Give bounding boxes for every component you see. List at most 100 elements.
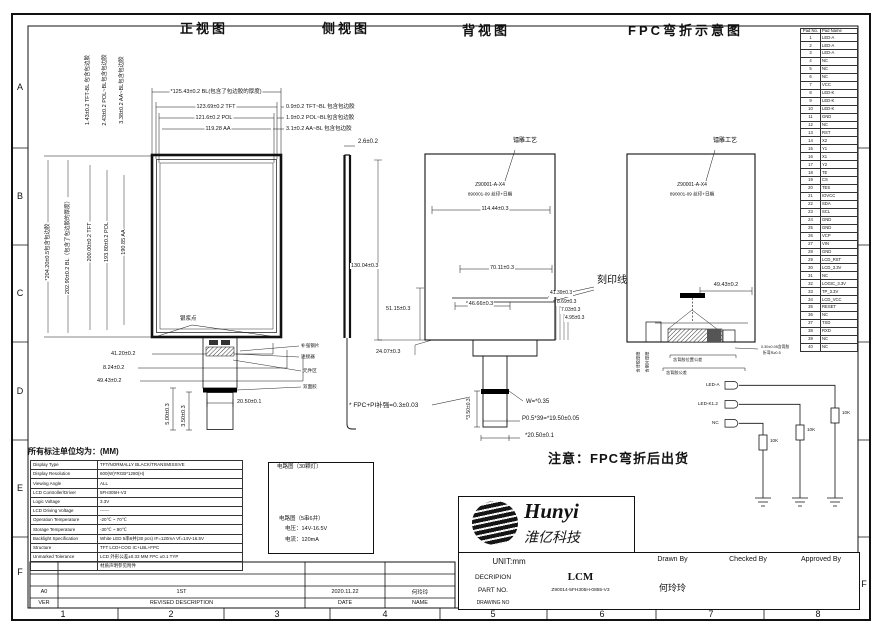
spec-label: Unmarked Tolerance xyxy=(30,551,98,563)
pin-name: LED-K xyxy=(820,104,858,114)
dim-back-70: 70.11±0.3 xyxy=(488,264,516,272)
dim-back-24: 24.07±0.3 xyxy=(375,349,402,356)
pin-name: RST xyxy=(820,128,858,138)
pin-no: 9 xyxy=(800,96,821,106)
pin-name: GND xyxy=(820,215,858,225)
silkscreen-lot-fpc: 890001-09 丝印+日期 xyxy=(668,191,716,197)
spec-row: Backlight Specification White LED 5串6并(3… xyxy=(30,533,243,544)
pin-name: NC xyxy=(820,72,858,82)
pin-row: 20 TES xyxy=(800,184,858,193)
pin-row: 7 VCC xyxy=(800,80,858,90)
brand-name: Hunyi xyxy=(524,499,579,523)
spec-label: Operation Temperature xyxy=(30,515,98,526)
pin-name: X1 xyxy=(820,152,858,162)
zone-letter-d: D xyxy=(16,386,24,396)
dim-aa-bl-top: 3.38±0.2 AA~BL包含包边胶 xyxy=(118,55,126,125)
pin-row: 2 LED-A xyxy=(800,41,858,51)
spec-value: -20℃ ~ 70℃ xyxy=(97,515,243,526)
dim-pitch: P0.5*39=*19.50±0.05 xyxy=(522,416,580,422)
pin-no: 40 xyxy=(800,342,821,353)
pin-row: 6 NC xyxy=(800,72,858,82)
pin-row: 38 RXD xyxy=(800,326,858,336)
pin-name: TP_3.3V xyxy=(820,287,858,297)
pin-no: 7 xyxy=(800,80,821,90)
spec-value: 材质声明参见附件 xyxy=(97,561,243,572)
led-box-title: 电路图（30颗灯） xyxy=(277,464,322,470)
pin-row: 23 SCL xyxy=(800,207,858,217)
zone-number-3: 3 xyxy=(274,609,280,619)
circuit-nc-label: NC xyxy=(712,420,719,425)
pin-row: 1 LED-A xyxy=(800,33,858,43)
pin-no: 31 xyxy=(800,271,821,281)
connector-label: 连接器 xyxy=(301,354,315,359)
spec-row: Display Resolution 600(W)*RGB*1280(H) xyxy=(30,469,243,480)
dim-tft-height: 200.00±0.2 TFT xyxy=(86,221,94,263)
brand-name-cn: 淮亿科技 xyxy=(524,531,580,546)
pin-name: GND xyxy=(820,247,858,257)
pin-name: LED-A xyxy=(820,41,858,51)
pin-name: TE xyxy=(820,168,858,178)
pin-no: 18 xyxy=(800,168,821,178)
dim-fpc-350: *3.50±0.3 xyxy=(466,397,473,421)
pin-row: 8 LED-K xyxy=(800,88,858,98)
zone-number-1: 1 xyxy=(60,609,66,619)
pin-no: 8 xyxy=(800,88,821,98)
zone-number-8: 8 xyxy=(815,609,821,619)
led-box-voltage: 电压：14V-16.5V xyxy=(285,526,328,532)
dim-back-46: 46.66±0.3 xyxy=(467,300,495,308)
back-view-title: 背视图 xyxy=(462,23,511,38)
resistor-1-label: 10K xyxy=(842,410,851,415)
spec-label: Logic Voltage xyxy=(30,496,98,507)
spec-value: TFT/NORMALLY BLACK/TRANSMISSIVE xyxy=(97,459,243,471)
pin-row: 24 GND xyxy=(800,215,858,225)
pin-name-header: Pad Name xyxy=(820,27,858,35)
resistor-2-label: 10K xyxy=(807,427,816,432)
description-label: DECRIPION xyxy=(474,573,512,581)
zone-letter-c: C xyxy=(16,288,24,298)
pin-name: NC xyxy=(820,342,858,353)
rev-date-header: DATE xyxy=(337,600,353,606)
fpc-view-title: FPC弯折示意图 xyxy=(628,23,744,38)
spec-value: 3.3V xyxy=(97,496,243,507)
dim-bl-height: 202.90±0.2 BL（包含了包边胶的厚度） xyxy=(64,196,72,296)
circuit-led-k-label: LED-K1.2 xyxy=(698,401,718,406)
tape-thickness-label: 含背胶厚度 xyxy=(635,350,642,374)
dim-thickness: 2.6±0.2 xyxy=(357,139,379,146)
rev-name-header: NAME xyxy=(412,600,428,606)
spec-label: Viewing Angle xyxy=(30,478,98,489)
pin-row: 13 RST xyxy=(800,128,858,138)
pin-name: NC xyxy=(820,64,858,74)
resistor-3-label: 10K xyxy=(770,438,779,443)
zone-number-4: 4 xyxy=(382,609,388,619)
dim-tft-bl-gap: 0.9±0.2 TFT~BL 包含包边胶 xyxy=(285,104,356,111)
part-no-label: PART NO. xyxy=(478,587,508,594)
spec-row: Viewing Angle ALL xyxy=(30,478,243,489)
spec-value: LCD 外形公差±0.33 MM FPC ±0.1 TYP xyxy=(97,551,243,563)
drawn-by-label: Drawn By xyxy=(657,555,688,563)
pin-row: 26 VCP xyxy=(800,231,858,241)
dim-back-51: 51.15±0.3 xyxy=(385,306,412,313)
pin-row: 36 NC xyxy=(800,311,858,320)
silkscreen-model-fpc: Z90001-A-X4 xyxy=(676,182,708,189)
description-value: LCM xyxy=(567,571,594,583)
rev-desc-value: 1ST xyxy=(176,589,187,595)
dim-fpc-35: 3.50±0.3 xyxy=(180,404,188,428)
dim-back-4: 4.95±0.3 xyxy=(564,315,586,322)
pin-no: 38 xyxy=(800,326,821,336)
spec-value: ------ xyxy=(97,505,243,517)
pin-no: 27 xyxy=(800,239,821,249)
dim-fpc-8: 8.24±0.2 xyxy=(102,365,126,372)
pin-name: TES xyxy=(820,184,858,193)
pin-no: 23 xyxy=(800,207,821,217)
dim-pol-bl-top: 2.43±0.2 POL~BL包含包边胶 xyxy=(101,53,109,127)
pin-name: IOVCC xyxy=(820,191,858,201)
pin-no: 24 xyxy=(800,215,821,225)
pin-row: 34 LCD_VCC xyxy=(800,295,858,305)
pin-no: 2 xyxy=(800,41,821,51)
pin-name: Y1 xyxy=(820,144,858,154)
pin-name: X2 xyxy=(820,136,858,146)
dim-back-7: 7.03±0.3 xyxy=(560,307,582,314)
pin-name: LED-K xyxy=(820,96,858,106)
pin-row: 4 NC xyxy=(800,57,858,66)
